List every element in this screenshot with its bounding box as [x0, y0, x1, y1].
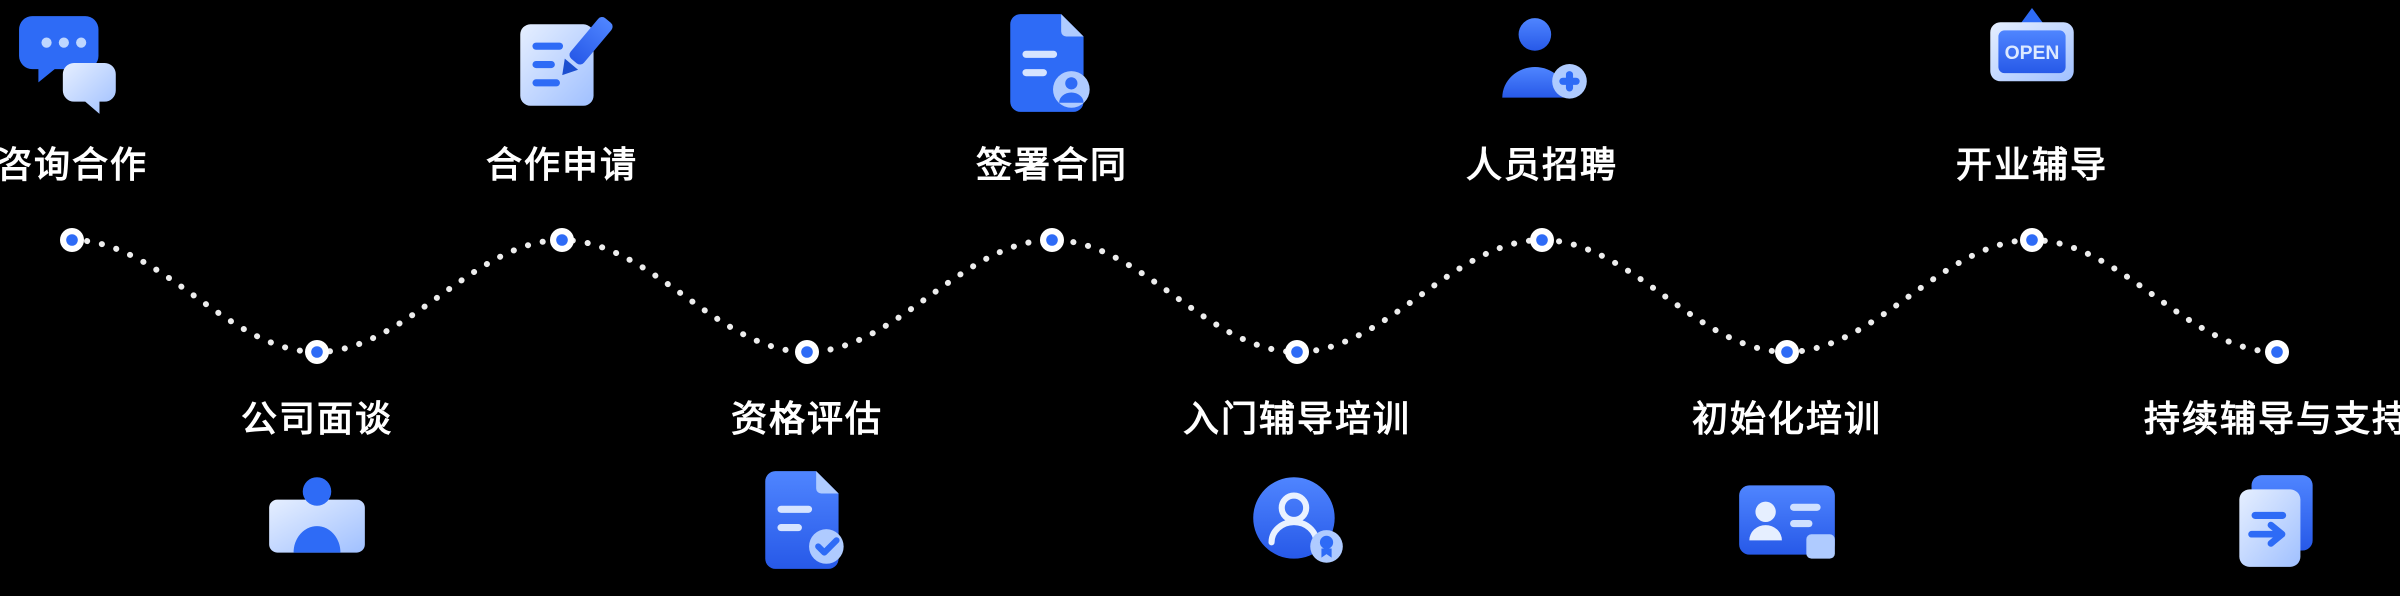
- step-cooperation-application: 合作申请: [392, 8, 732, 185]
- step-label: 签署合同: [975, 144, 1128, 185]
- open-sign-icon: OPEN: [1976, 8, 2088, 120]
- application-edit-icon: [506, 8, 618, 120]
- step-label: 入门辅导培训: [1182, 398, 1411, 439]
- timeline-node-valley-1: [305, 340, 329, 364]
- step-label: 合作申请: [485, 144, 638, 185]
- timeline-node-valley-3: [1285, 340, 1309, 364]
- step-consult-cooperation: 咨询合作: [0, 8, 242, 185]
- contract-stamp-icon: [996, 8, 1108, 120]
- timeline-node-peak-1: [60, 228, 84, 252]
- open-sign-text: OPEN: [2005, 42, 2060, 64]
- step-ongoing-support: 持续辅导与支持: [2107, 398, 2400, 577]
- timeline-node-valley-5: [2265, 340, 2289, 364]
- stacked-documents-arrow-icon: [2221, 465, 2333, 577]
- timeline-node-peak-2: [550, 228, 574, 252]
- timeline-node-peak-4: [1530, 228, 1554, 252]
- step-label: 开业辅导: [1955, 144, 2108, 185]
- step-intro-training: 入门辅导培训: [1127, 398, 1467, 577]
- step-label: 持续辅导与支持: [2143, 398, 2400, 439]
- step-company-interview: 公司面谈: [147, 398, 487, 577]
- step-opening-guidance: OPEN 开业辅导: [1862, 8, 2202, 185]
- step-label: 公司面谈: [240, 398, 393, 439]
- step-label: 资格评估: [730, 398, 883, 439]
- chat-bubbles-icon: [16, 8, 128, 120]
- dotted-wave-line: [69, 236, 2280, 356]
- timeline-node-peak-5: [2020, 228, 2044, 252]
- trainee-badge-icon: [1241, 465, 1353, 577]
- training-card-icon: [1731, 465, 1843, 577]
- recruit-add-person-icon: [1486, 8, 1598, 120]
- step-initialization-training: 初始化培训: [1617, 398, 1957, 577]
- step-label: 人员招聘: [1465, 144, 1618, 185]
- timeline-node-valley-4: [1775, 340, 1799, 364]
- timeline-node-peak-3: [1040, 228, 1064, 252]
- step-qualification-assessment: 资格评估: [637, 398, 977, 577]
- timeline-node-valley-2: [795, 340, 819, 364]
- step-recruitment: 人员招聘: [1372, 8, 1712, 185]
- interview-person-icon: [261, 465, 373, 577]
- document-check-icon: [751, 465, 863, 577]
- step-sign-contract: 签署合同: [882, 8, 1222, 185]
- step-label: 咨询合作: [0, 144, 148, 185]
- step-label: 初始化培训: [1691, 398, 1882, 439]
